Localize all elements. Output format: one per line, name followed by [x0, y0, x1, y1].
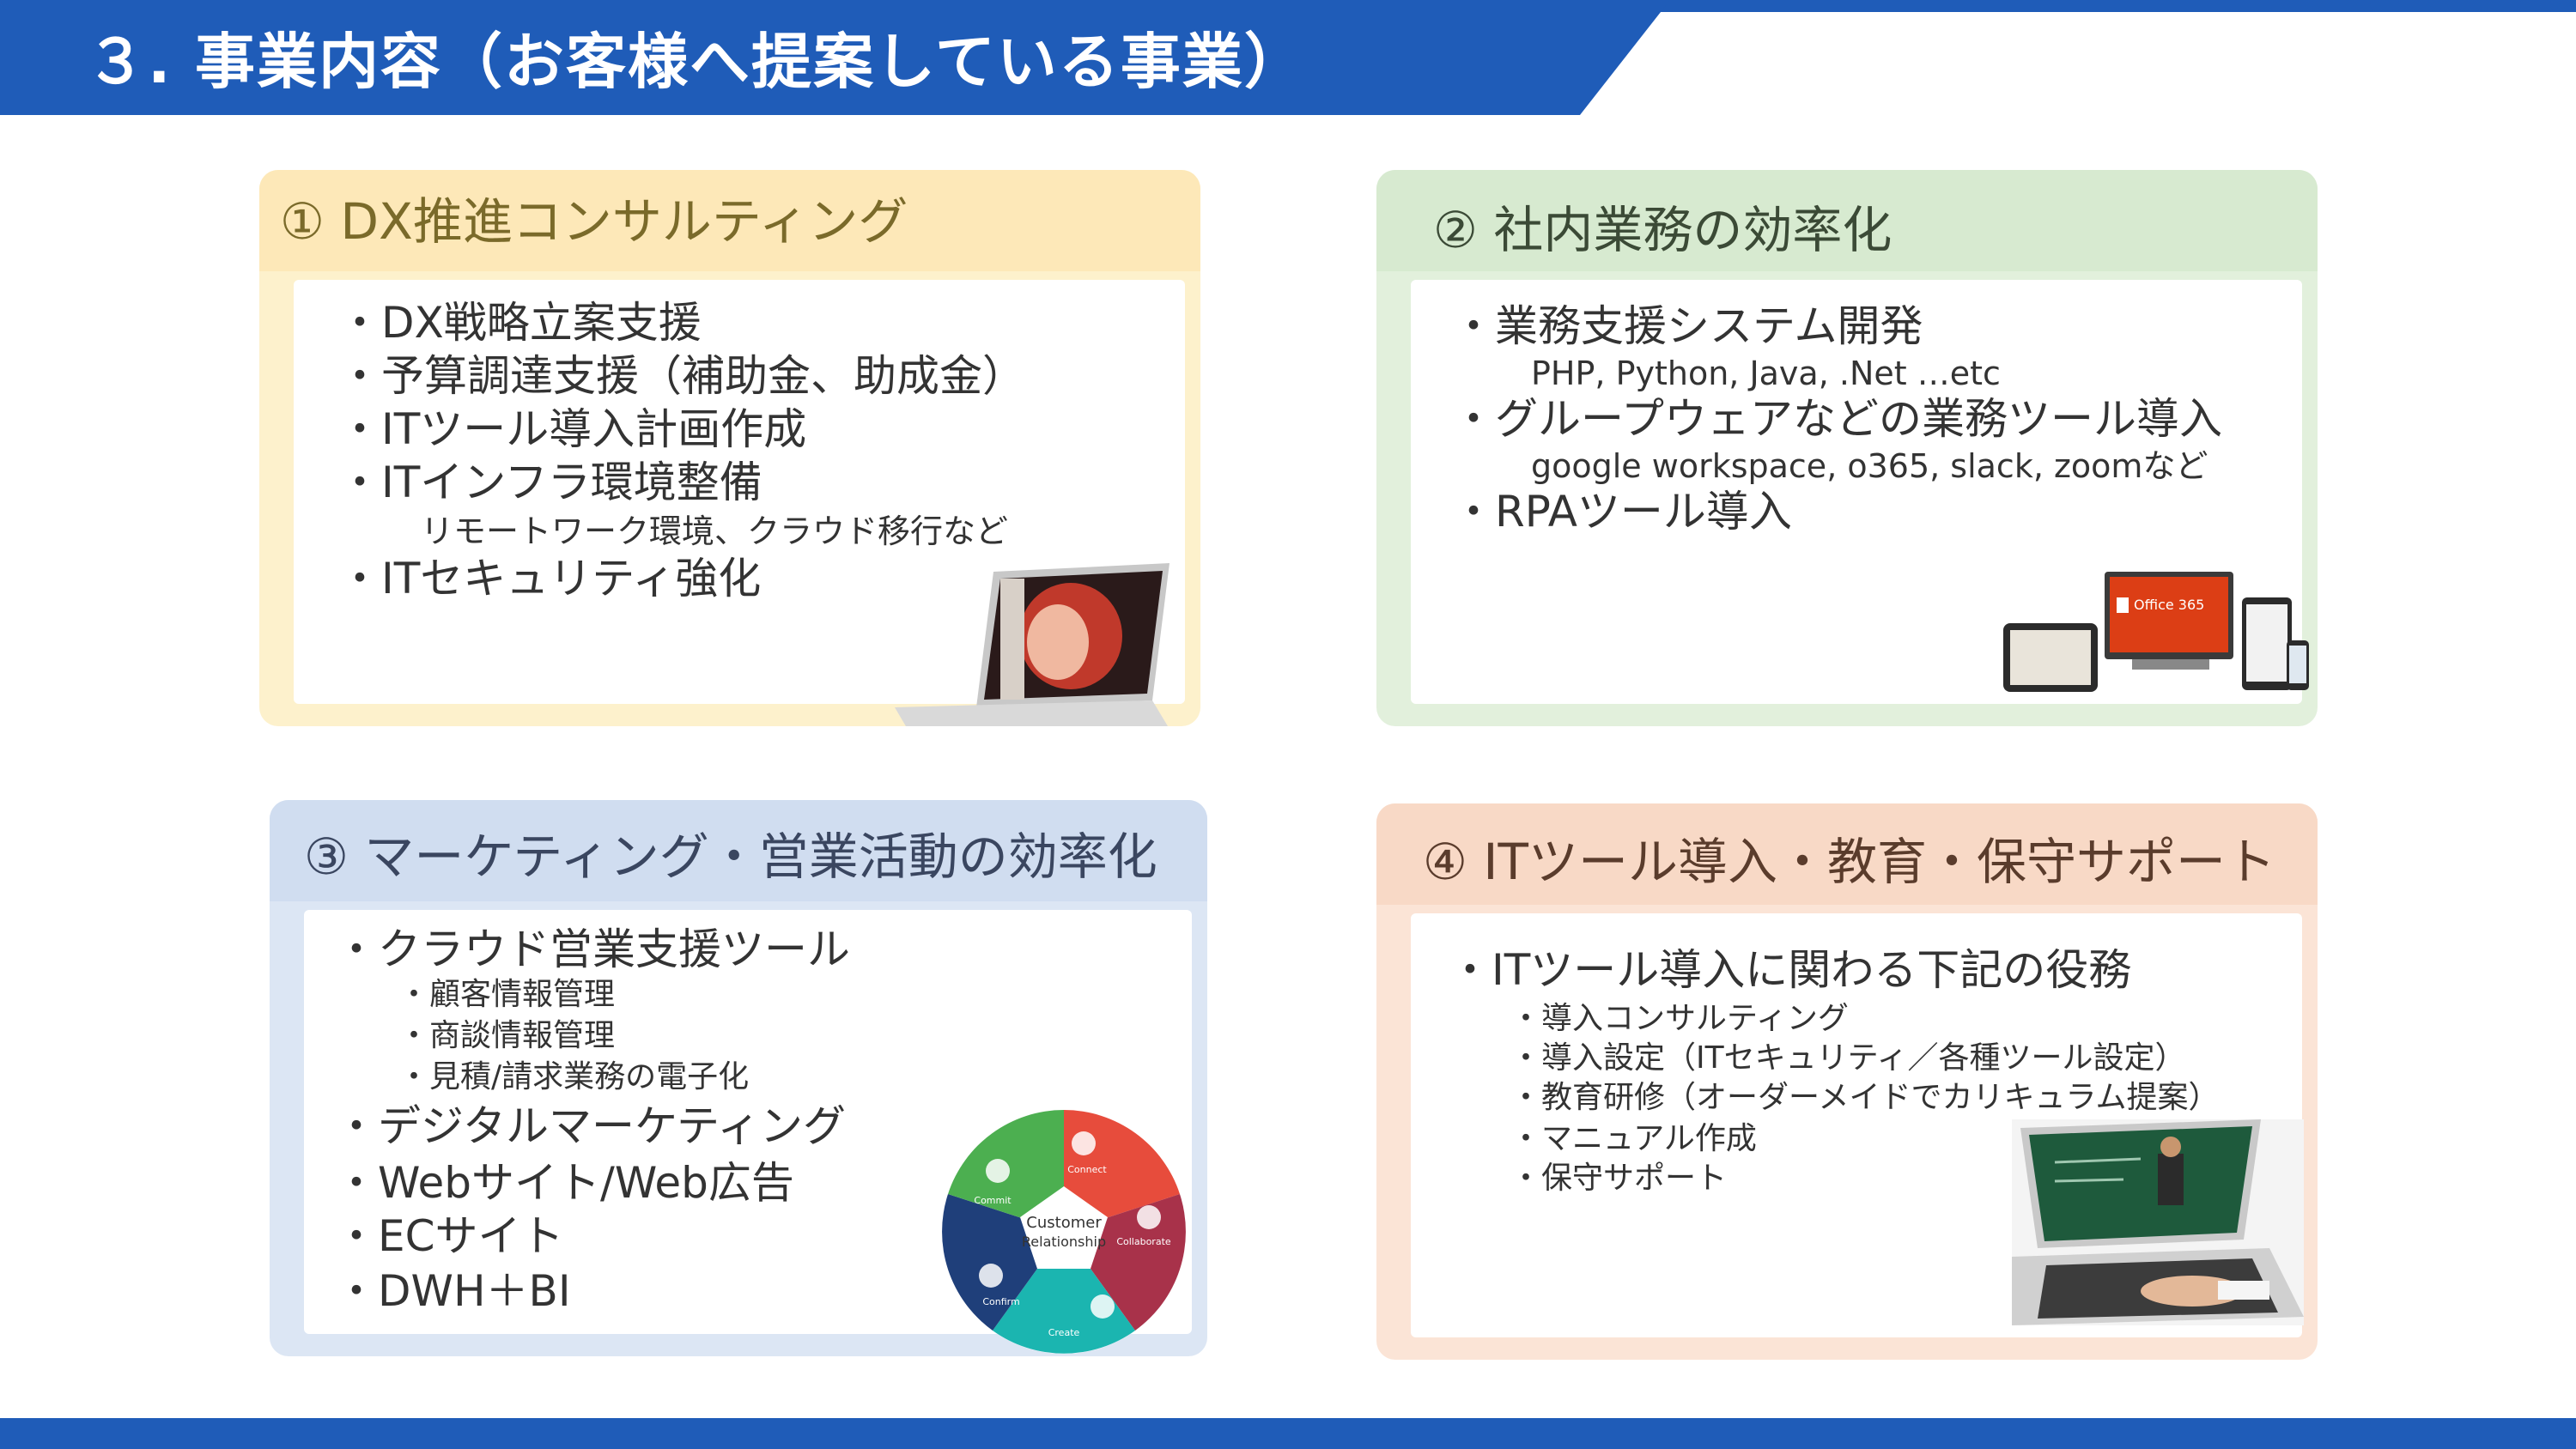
list-subitem: google workspace, o365, slack, zoomなど [1531, 447, 2208, 485]
office365-devices-image: Office 365 [2003, 572, 2309, 692]
list-item: ・予算調達支援（補助金、助成金） [338, 351, 1025, 401]
card-title: ① DX推進コンサルティング [280, 192, 908, 251]
card-body: ・クラウド営業支援ツール ・顧客情報管理 ・商談情報管理 ・見積/請求業務の電子… [304, 910, 1192, 1354]
list-item: ・ITツール導入計画作成 [338, 404, 807, 454]
wheel-center-line2: Relationship [1022, 1234, 1106, 1250]
list-item: ・Webサイト/Web広告 [335, 1158, 794, 1208]
list-subitem: ・マニュアル作成 [1510, 1121, 1757, 1156]
footer-bar [0, 1418, 2576, 1449]
card-header: ② 社内業務の効率化 [1376, 170, 2318, 271]
list-subitem: ・保守サポート [1510, 1161, 1728, 1196]
card-body: ・ITツール導入に関わる下記の役務 ・導入コンサルティング ・導入設定（ITセキ… [1411, 913, 2304, 1337]
card-body: ・業務支援システム開発 PHP, Python, Java, .Net …etc… [1411, 280, 2309, 704]
wheel-segment-label: Connect [1067, 1164, 1107, 1175]
card-body: ・DX戦略立案支援 ・予算調達支援（補助金、助成金） ・ITツール導入計画作成 … [294, 280, 1185, 726]
card-it-tool-support: ④ ITツール導入・教育・保守サポート ・ITツール導入に関わる下記の役務 ・導… [1376, 803, 2318, 1360]
list-subitem: ・導入設定（ITセキュリティ／各種ツール設定） [1510, 1040, 2186, 1076]
wheel-center-line1: Customer [1026, 1214, 1102, 1232]
card-internal-efficiency: ② 社内業務の効率化 ・業務支援システム開発 PHP, Python, Java… [1376, 170, 2318, 726]
card-dx-consulting: ① DX推進コンサルティング ・DX戦略立案支援 ・予算調達支援（補助金、助成金… [259, 170, 1200, 726]
list-item: ・ITツール導入に関わる下記の役務 [1449, 945, 2132, 995]
list-subitem: ・顧客情報管理 [398, 977, 616, 1012]
card-title: ④ ITツール導入・教育・保守サポート [1423, 833, 2275, 891]
list-subitem: ・導入コンサルティング [1510, 1001, 1849, 1036]
list-item: ・グループウェアなどの業務ツール導入 [1452, 394, 2222, 444]
online-class-image [2012, 1119, 2304, 1325]
laptop-image [895, 563, 1170, 726]
card-marketing-sales: ③ マーケティング・営業活動の効率化 ・クラウド営業支援ツール ・顧客情報管理 … [270, 800, 1207, 1356]
wheel-segment-label: Commit [974, 1195, 1012, 1206]
list-item: ・RPAツール導入 [1452, 487, 1792, 537]
wheel-segment-label: Create [1048, 1327, 1080, 1338]
list-item: ・ITインフラ環境整備 [338, 458, 762, 507]
list-item: ・DX戦略立案支援 [338, 298, 702, 348]
page-title: ３. 事業内容（お客様へ提案している事業） [86, 27, 1306, 97]
list-item: ・ECサイト [335, 1211, 564, 1261]
office365-label: Office 365 [2134, 597, 2204, 613]
card-title: ② 社内業務の効率化 [1433, 201, 1893, 259]
header-shape [0, 0, 2576, 115]
list-item: ・デジタルマーケティング [335, 1101, 846, 1151]
wheel-segment-label: Collaborate [1116, 1236, 1171, 1247]
list-item: ・クラウド営業支援ツール [335, 925, 850, 974]
list-item: ・DWH＋BI [335, 1266, 571, 1316]
list-subitem: リモートワーク環境、クラウド移行など [421, 512, 1009, 550]
header-band: ３. 事業内容（お客様へ提案している事業） [0, 0, 2576, 120]
card-title: ③ マーケティング・営業活動の効率化 [304, 828, 1157, 886]
list-subitem: ・商談情報管理 [398, 1018, 616, 1053]
wheel-segment-label: Confirm [982, 1296, 1019, 1307]
card-header: ④ ITツール導入・教育・保守サポート [1376, 803, 2318, 905]
crm-wheel-image: Customer Relationship Connect Collaborat… [942, 1110, 1186, 1354]
list-subitem: PHP, Python, Java, .Net …etc [1531, 355, 2001, 392]
list-item: ・ITセキュリティ強化 [338, 554, 762, 603]
list-subitem: ・見積/請求業務の電子化 [398, 1059, 750, 1094]
card-header: ① DX推進コンサルティング [259, 170, 1200, 271]
list-item: ・業務支援システム開発 [1452, 301, 1923, 351]
card-header: ③ マーケティング・営業活動の効率化 [270, 800, 1207, 901]
list-subitem: ・教育研修（オーダーメイドでカリキュラム提案） [1510, 1080, 2220, 1115]
